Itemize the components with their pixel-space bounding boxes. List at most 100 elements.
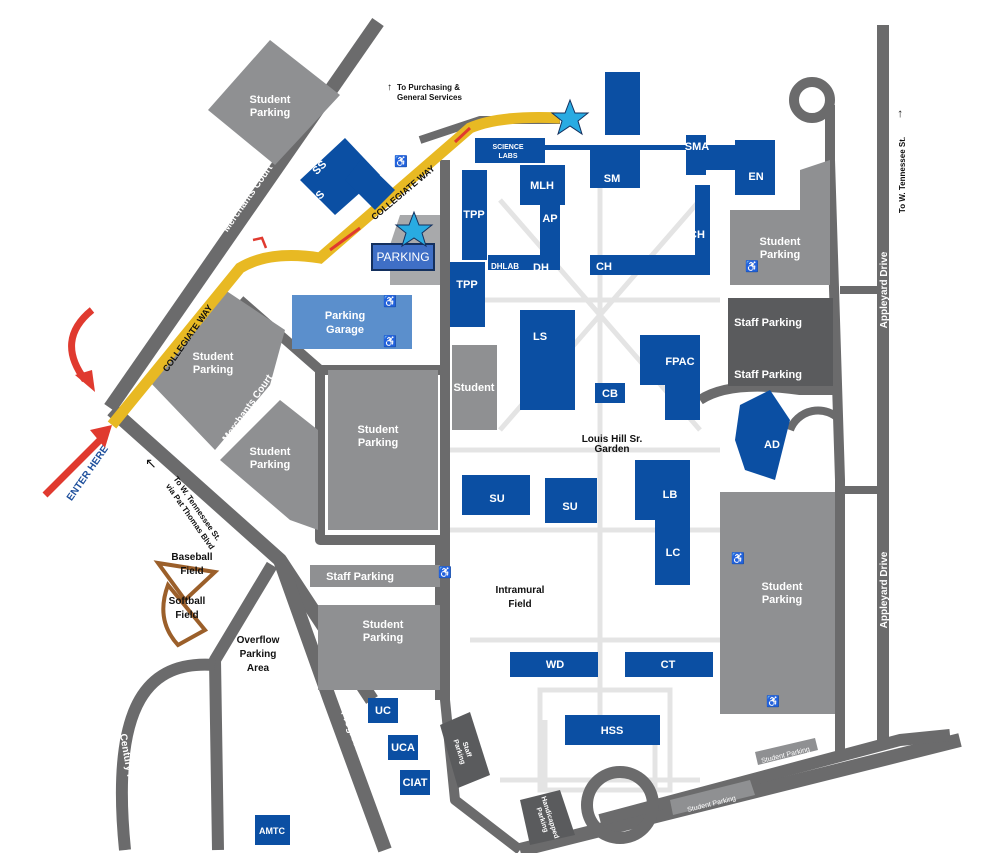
label: Parking [240, 649, 277, 660]
student-parking-right [720, 492, 835, 714]
student-parking-center [328, 370, 438, 530]
label: Parking [325, 310, 365, 322]
map-shape [545, 145, 770, 188]
area-label: Garden [594, 444, 629, 455]
map-shape [605, 72, 640, 135]
label: Parking [363, 632, 403, 644]
map-shape [840, 286, 883, 494]
student-parking-strip2 [755, 738, 818, 765]
building-label: CIAT [403, 777, 428, 789]
route-arrows [329, 126, 472, 252]
label: Student [250, 94, 291, 106]
small-turn-arrow-icon [252, 236, 268, 249]
staff-parking-right [728, 298, 833, 386]
map-shape [462, 170, 487, 260]
handicapped-parking [520, 790, 575, 845]
label: Staff Parking [734, 317, 802, 329]
road-label: Appleyard Drive [879, 251, 890, 328]
area-label: Softball [169, 596, 206, 607]
road-label: Appleyard Drive [879, 551, 890, 628]
label: Student [363, 619, 404, 631]
map-shape [368, 698, 398, 723]
destination-star-icon[interactable] [550, 98, 590, 136]
map-shape [545, 478, 597, 523]
collegiate-way-route [107, 111, 561, 429]
map-shape [789, 77, 835, 123]
building-label: LS [533, 331, 547, 343]
map-shape [581, 766, 659, 844]
building-label: AP [542, 213, 557, 225]
map-shape [735, 390, 790, 480]
softball-field-icon [161, 581, 209, 648]
map-shape [115, 658, 216, 851]
building-label: SU [562, 501, 577, 513]
building-label: LC [666, 547, 681, 559]
enter-arrow-icon [42, 437, 103, 498]
label: Parking [250, 459, 290, 471]
map-shape [475, 138, 545, 163]
map-text: ♿ [438, 566, 452, 579]
building-label: CB [602, 388, 618, 400]
building-label: UC [375, 705, 391, 717]
staff-parking-center [310, 565, 440, 587]
building-label: UCA [391, 742, 415, 754]
map-shape [686, 135, 706, 175]
building-label: EN [748, 171, 763, 183]
map-shape [786, 406, 843, 432]
building-label: CT [661, 659, 676, 671]
map-text: ♿ [766, 695, 780, 708]
map-shape [450, 262, 485, 327]
map-shape [462, 475, 530, 515]
map-shape [595, 383, 625, 403]
building-label: LB [663, 489, 678, 501]
area-label: Baseball [171, 552, 212, 563]
building-label: AMTC [259, 826, 285, 836]
building-label: LABS [498, 153, 517, 160]
map-shape [273, 557, 392, 853]
label: Parking [193, 364, 233, 376]
label: Student [193, 351, 234, 363]
map-shape [345, 158, 395, 210]
walkways [450, 180, 720, 793]
building-label: FPAC [665, 356, 694, 368]
visitor-parking-label: PARKING [376, 250, 429, 264]
staff-parking-small [440, 712, 490, 788]
map-text: ♿ [394, 155, 408, 168]
map-shape [300, 138, 380, 215]
label: Garage [326, 324, 364, 336]
student-parking-top [208, 40, 340, 165]
map-text: ♿ [745, 260, 759, 273]
baseball-field-icon [153, 560, 220, 604]
map-shape [510, 652, 598, 677]
map-text: ♿ [731, 552, 745, 565]
building-label: CH [689, 229, 705, 241]
turn-arrow-icon [68, 307, 95, 383]
building-label: CH [596, 261, 612, 273]
building-label: SCIENCE [492, 144, 523, 151]
map-shape [697, 381, 840, 405]
map-shape [625, 652, 713, 677]
map-shape [735, 140, 775, 195]
label: Parking [760, 249, 800, 261]
map-shape [520, 165, 565, 205]
label: Staff [461, 741, 473, 759]
building-label: SM [604, 173, 621, 185]
buildings [255, 72, 790, 845]
enter-arrowhead-icon [90, 425, 112, 448]
building-label: DH [533, 262, 549, 274]
map-shape [400, 770, 430, 795]
label: Student [762, 581, 803, 593]
label: Parking [250, 107, 290, 119]
parking-star-icon[interactable] [394, 210, 434, 248]
map-text: ♿ [383, 335, 397, 348]
up-left-arrow-icon: ↖ [145, 455, 157, 471]
label: Overflow [237, 635, 280, 646]
up-arrow-icon: ↑ [387, 82, 392, 93]
parking-lots [148, 40, 835, 845]
building-label: SMA [685, 141, 710, 153]
map-shape [825, 105, 845, 760]
map-shape [450, 180, 720, 790]
map-shape [255, 815, 290, 845]
map-shape [655, 520, 690, 585]
